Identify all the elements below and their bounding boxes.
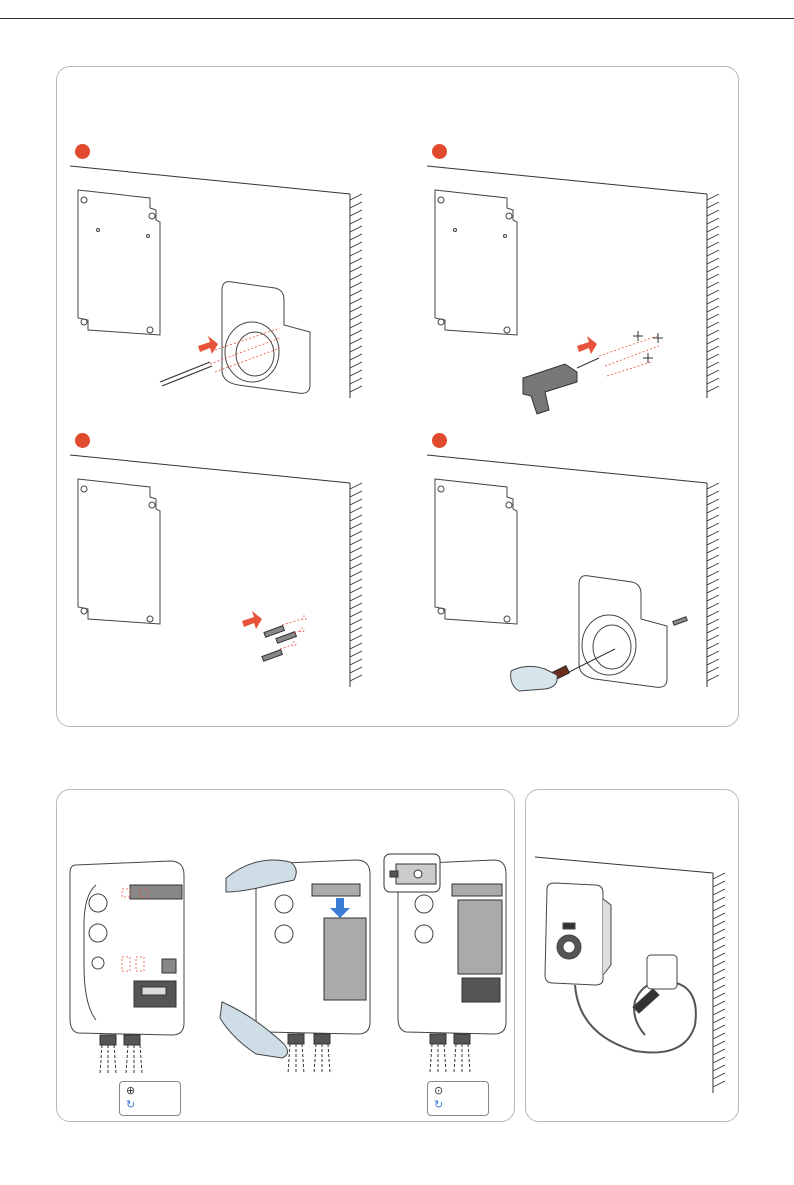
charging-cable — [575, 981, 696, 1053]
drill-hole-marks — [633, 331, 663, 363]
gloved-hand-top-icon — [226, 860, 296, 892]
wall-outline — [427, 455, 707, 687]
cable-glands — [100, 1035, 140, 1045]
pencil-icon — [160, 362, 212, 386]
mounting-plate — [435, 190, 517, 335]
wall-hatching — [707, 483, 719, 681]
mounting-plate — [435, 479, 517, 624]
step-2-illustration — [427, 160, 727, 425]
step-4-illustration — [427, 449, 727, 694]
direction-arrow-icon — [242, 611, 262, 629]
wall-outline — [70, 455, 350, 687]
rotate-icon: ↻ — [126, 1099, 135, 1111]
direction-arrow-icon — [577, 336, 597, 354]
step-2-marker — [432, 144, 447, 159]
wall-outline — [70, 166, 350, 398]
warning-label — [462, 978, 500, 1002]
top-rule — [0, 18, 794, 19]
step-3-marker — [75, 433, 90, 448]
charger-attach-plate-illustration — [196, 848, 386, 1076]
mounting-plate — [78, 190, 160, 335]
wall-hatching — [350, 194, 362, 392]
cables — [288, 1044, 330, 1074]
charger-holder — [579, 576, 667, 688]
step-3-illustration — [70, 449, 370, 694]
phillips-screwdriver-icon: ⊕ — [126, 1085, 135, 1097]
mounted-charger-illustration — [535, 855, 735, 1105]
mounting-plate — [78, 479, 160, 624]
hex-screwdriver-icon: ⊙ — [434, 1085, 443, 1097]
zoom-inset — [384, 854, 440, 892]
cable-glands — [288, 1034, 330, 1044]
wall-hatching — [707, 194, 719, 392]
gloved-hand-bottom-icon — [220, 1002, 288, 1058]
step-4-marker — [432, 433, 447, 448]
gloved-hand-icon — [511, 666, 558, 691]
drill-icon — [523, 358, 599, 414]
step-1-marker — [75, 144, 90, 159]
wall-hatching — [350, 483, 362, 681]
back-plate — [452, 884, 502, 974]
cable-glands — [430, 1034, 470, 1044]
screw-icon — [673, 617, 688, 626]
charger-holder — [222, 282, 310, 394]
lower-brackets — [162, 959, 176, 973]
charger-tighten-screws-illustration — [380, 852, 510, 1074]
wall-hatching — [713, 873, 725, 1087]
wall-charger — [545, 883, 611, 985]
drill-lines — [599, 336, 659, 376]
step-1-illustration — [70, 160, 370, 405]
cables — [100, 1045, 142, 1073]
wall-plug-icons — [262, 626, 297, 662]
direction-arrow-icon — [198, 336, 218, 354]
wall-outline — [427, 166, 707, 398]
charger-fix-brackets-illustration — [66, 855, 196, 1075]
tool-badge-phillips: ⊕ ↻ — [119, 1081, 181, 1116]
blue-down-arrow-icon — [330, 898, 350, 918]
marking-lines — [210, 328, 280, 372]
bracket-screw-lines — [122, 889, 148, 971]
rotate-icon: ↻ — [434, 1099, 443, 1111]
warning-label — [134, 981, 176, 1007]
bracket-top — [130, 885, 182, 899]
tool-badge-hex: ⊙ ↻ — [427, 1081, 489, 1116]
charger-holder-with-plug — [633, 955, 677, 1013]
cables — [430, 1044, 470, 1072]
